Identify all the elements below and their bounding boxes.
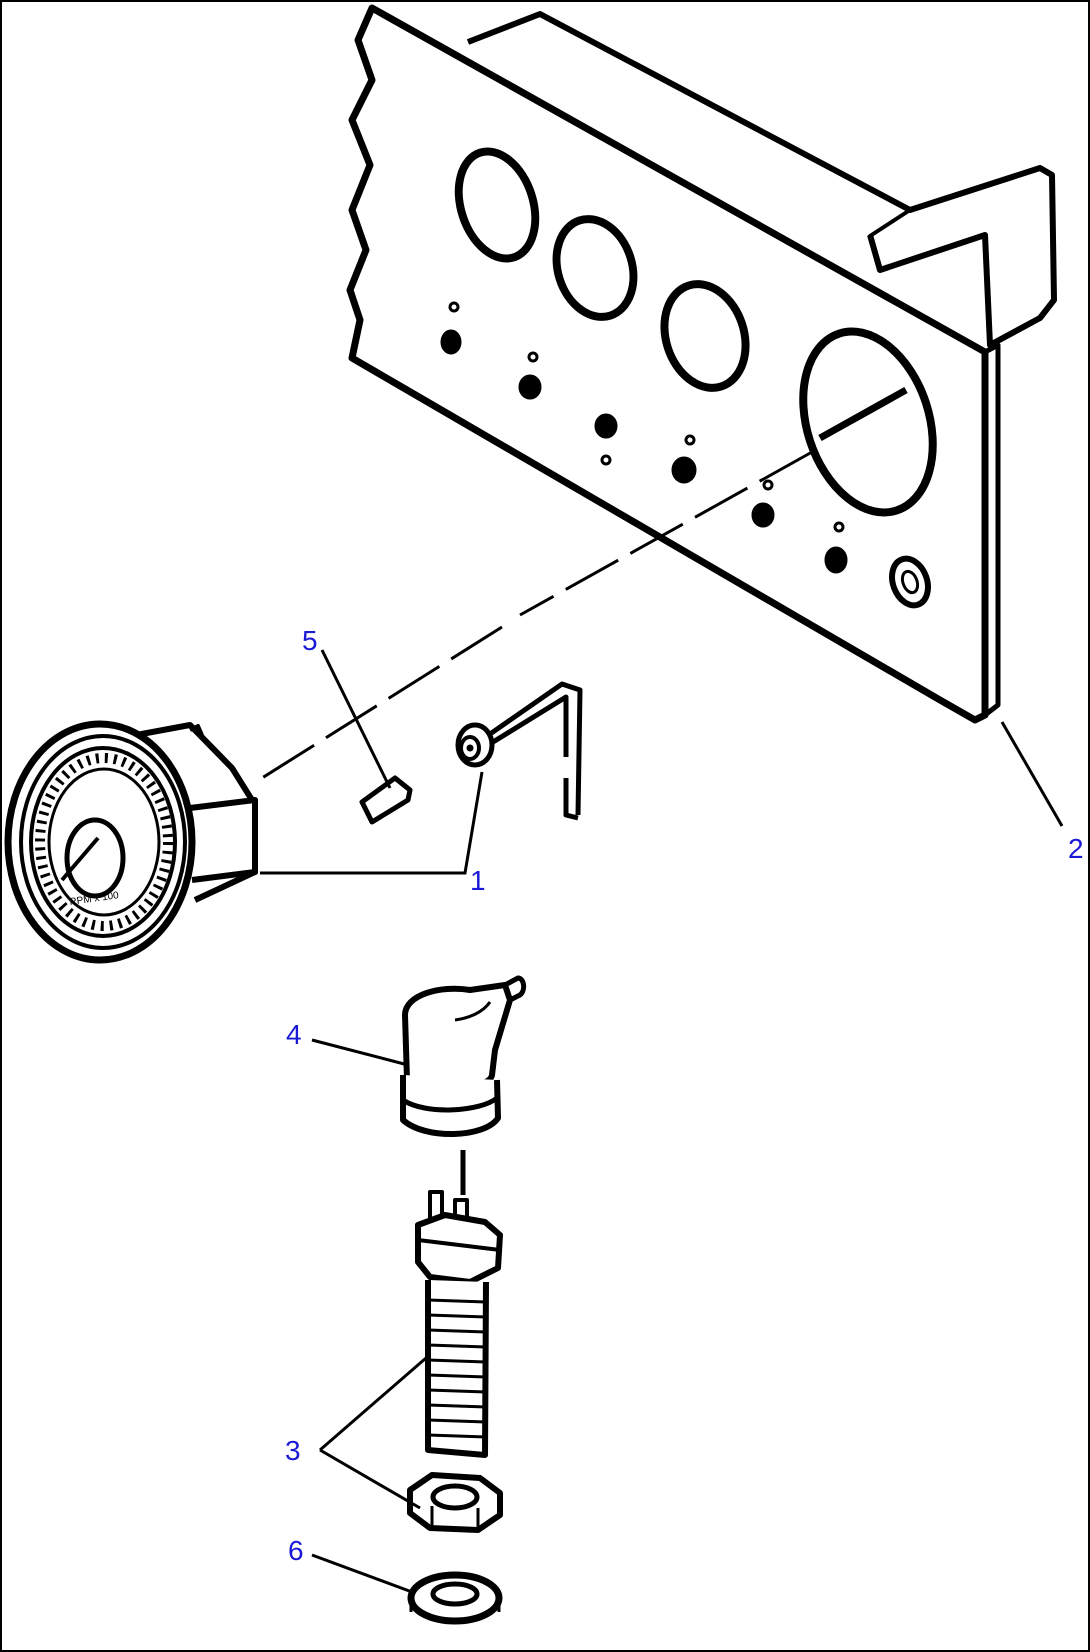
callout-3: 3 — [285, 1435, 301, 1466]
leader-5 — [320, 649, 392, 789]
leader-2 — [1000, 721, 1064, 827]
indicator-bulb — [359, 775, 413, 825]
callout-2: 2 — [1068, 833, 1084, 864]
tachometer-gauge: RPM x 100 — [4, 720, 258, 964]
instrument-panel — [346, 4, 1057, 724]
leader-1 — [260, 771, 484, 875]
alignment-line — [261, 450, 813, 780]
leader-lines — [260, 649, 1064, 1594]
speed-sender — [415, 1190, 503, 1458]
sender-boot — [400, 975, 527, 1138]
callout-4: 4 — [286, 1019, 302, 1050]
callout-5: 5 — [302, 625, 318, 656]
callout-1: 1 — [470, 865, 486, 896]
lamp-socket — [455, 681, 583, 821]
callout-6: 6 — [288, 1535, 304, 1566]
callouts: 1 2 3 4 5 6 — [285, 625, 1084, 1566]
leader-6 — [311, 1553, 413, 1594]
leader-3 — [319, 1356, 427, 1510]
washer — [407, 1571, 503, 1625]
hex-nut — [407, 1472, 503, 1533]
leader-4 — [311, 1038, 409, 1067]
